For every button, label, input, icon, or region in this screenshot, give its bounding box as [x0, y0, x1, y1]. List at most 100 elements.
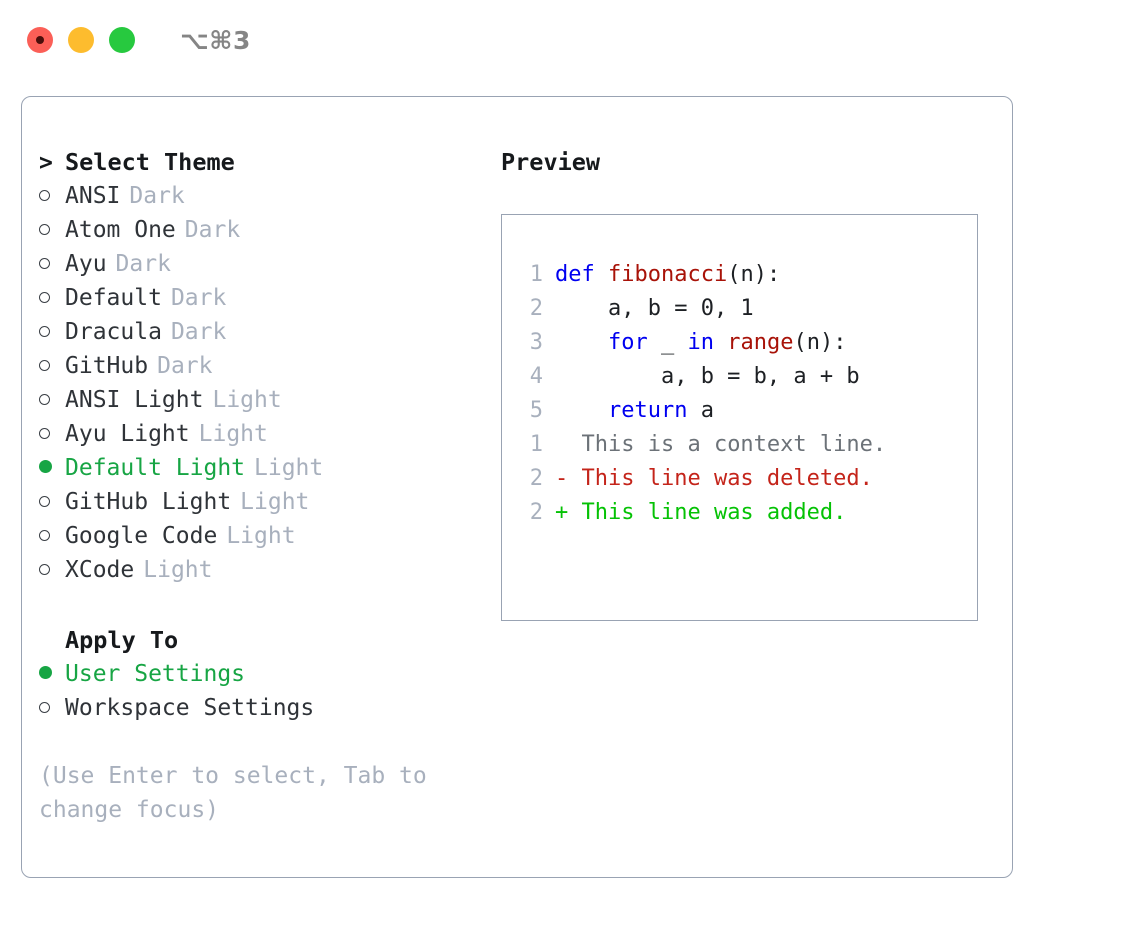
code-token-plain	[714, 330, 727, 355]
window-titlebar: ⌥⌘3	[0, 0, 1140, 80]
diff-line-ctx: 1 This is a context line.	[515, 428, 886, 462]
theme-option-variant-tag: Light	[226, 523, 296, 549]
code-token-plain: _	[647, 330, 688, 355]
code-token-plain	[555, 330, 608, 355]
theme-option-name: ANSI Light	[65, 387, 204, 413]
theme-option-xcode[interactable]: XCode Light	[39, 553, 479, 587]
theme-option-ayu[interactable]: Ayu Dark	[39, 247, 479, 281]
theme-option-dracula[interactable]: Dracula Dark	[39, 315, 479, 349]
apply-to-option-name: User Settings	[65, 661, 246, 687]
theme-option-name: XCode	[65, 557, 135, 583]
theme-option-variant-tag: Light	[240, 489, 310, 515]
hint-line-2: change focus)	[39, 797, 220, 823]
radio-unselected-icon[interactable]	[39, 248, 65, 282]
theme-option-name: Ayu Light	[65, 421, 190, 447]
radio-unselected-icon[interactable]	[39, 554, 65, 588]
radio-selected-icon[interactable]	[39, 452, 65, 486]
theme-option-variant-tag: Dark	[157, 353, 213, 379]
theme-option-variant-tag: Dark	[129, 183, 185, 209]
radio-unselected-icon[interactable]	[39, 316, 65, 350]
code-line-number: 2	[529, 296, 543, 321]
radio-unselected-icon[interactable]	[39, 350, 65, 384]
theme-option-variant-tag: Dark	[184, 217, 241, 243]
apply-to-option-workspace-settings[interactable]: Workspace Settings	[39, 691, 479, 725]
diff-line-number: 2	[529, 500, 543, 525]
close-window-button[interactable]	[27, 27, 53, 53]
theme-option-ayu-light[interactable]: Ayu Light Light	[39, 417, 479, 451]
apply-to-label: Apply To	[65, 626, 179, 654]
apply-to-option-name: Workspace Settings	[65, 695, 315, 721]
theme-option-google-code[interactable]: Google Code Light	[39, 519, 479, 553]
radio-unselected-icon[interactable]	[39, 418, 65, 452]
code-line: 5 return a	[515, 394, 860, 428]
theme-option-variant-tag: Light	[143, 557, 213, 583]
theme-option-ansi-light[interactable]: ANSI Light Light	[39, 383, 479, 417]
diff-sign: -	[555, 466, 569, 491]
keyboard-hint: (Use Enter to select, Tab to change focu…	[39, 759, 449, 827]
theme-option-ansi[interactable]: ANSI Dark	[39, 179, 479, 213]
code-token-fn: range	[727, 330, 794, 355]
theme-option-variant-tag: Dark	[170, 319, 227, 345]
code-token-plain: a	[687, 398, 714, 423]
code-line-number: 1	[529, 262, 543, 287]
traffic-light-group	[27, 27, 135, 53]
theme-option-name: Dracula	[65, 319, 162, 345]
keyboard-shortcut-label: ⌥⌘3	[180, 25, 251, 55]
radio-unselected-icon[interactable]	[39, 214, 65, 248]
code-line-number: 3	[529, 330, 543, 355]
code-line: 2 a, b = 0, 1	[515, 292, 860, 326]
code-line: 3 for _ in range(n):	[515, 326, 860, 360]
radio-selected-icon[interactable]	[39, 658, 65, 692]
theme-option-name: Default	[65, 285, 162, 311]
apply-to-option-user-settings[interactable]: User Settings	[39, 657, 479, 691]
radio-unselected-icon[interactable]	[39, 692, 65, 726]
diff-line-del: 2- This line was deleted.	[515, 462, 886, 496]
theme-option-name: Google Code	[65, 523, 218, 549]
code-line-number: 4	[529, 364, 543, 389]
select-theme-label: Select Theme	[65, 148, 235, 176]
code-token-kw: for	[607, 330, 648, 355]
code-token-plain: a, b = b, a + b	[555, 364, 860, 389]
diff-line-add: 2+ This line was added.	[515, 496, 886, 530]
minimize-window-button[interactable]	[68, 27, 94, 53]
theme-option-name: ANSI	[65, 183, 121, 209]
hint-line-1: (Use Enter to select, Tab to	[39, 763, 427, 789]
radio-unselected-icon[interactable]	[39, 180, 65, 214]
theme-option-name: Atom One	[65, 217, 176, 243]
diff-sign	[555, 432, 568, 457]
radio-unselected-icon[interactable]	[39, 520, 65, 554]
radio-unselected-icon[interactable]	[39, 384, 65, 418]
maximize-window-button[interactable]	[109, 27, 135, 53]
theme-option-variant-tag: Light	[212, 387, 282, 413]
diff-sample: 1 This is a context line.2- This line wa…	[515, 428, 886, 530]
caret-icon: >	[39, 150, 53, 176]
theme-option-variant-tag: Dark	[115, 251, 171, 277]
preview-heading: Preview	[501, 148, 601, 176]
theme-option-variant-tag: Light	[254, 455, 324, 481]
diff-line-number: 2	[529, 466, 543, 491]
code-token-plain: (n):	[793, 330, 847, 355]
theme-option-variant-tag: Light	[198, 421, 268, 447]
diff-text: This is a context line.	[568, 432, 887, 457]
code-token-kw: in	[687, 330, 714, 355]
radio-unselected-icon[interactable]	[39, 486, 65, 520]
select-theme-heading: > Select Theme	[39, 145, 479, 179]
theme-option-name: GitHub	[65, 353, 149, 379]
code-line: 4 a, b = b, a + b	[515, 360, 860, 394]
code-line-number: 5	[529, 398, 543, 423]
radio-unselected-icon[interactable]	[39, 282, 65, 316]
diff-text: This line was deleted.	[568, 466, 873, 491]
theme-option-atom-one[interactable]: Atom One Dark	[39, 213, 479, 247]
theme-option-name: Ayu	[65, 251, 107, 277]
theme-option-github[interactable]: GitHub Dark	[39, 349, 479, 383]
code-token-plain	[555, 398, 608, 423]
diff-sign: +	[555, 500, 569, 525]
